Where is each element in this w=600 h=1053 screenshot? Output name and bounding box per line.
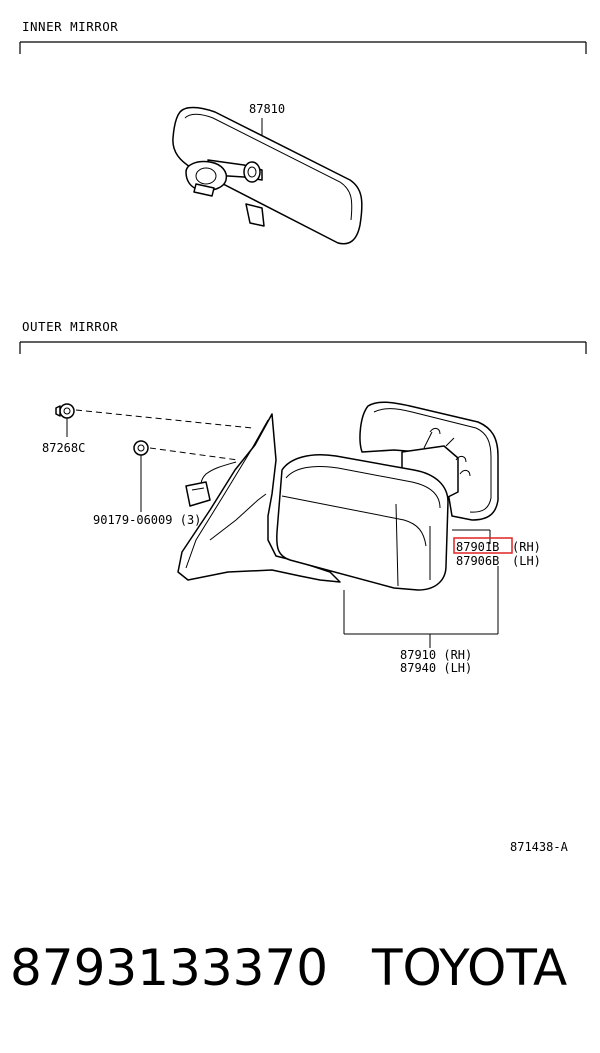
label-87910-rh: 87910 (RH) [400, 648, 472, 662]
assembly-bracket-leader [343, 566, 499, 648]
label-87901b: 87901B [456, 540, 499, 554]
label-87906b-lh: (LH) [512, 554, 541, 568]
outer-mirror-assembly [177, 401, 499, 591]
label-87268c: 87268C [42, 441, 85, 455]
outer-mirror-bracket [19, 341, 587, 354]
highlight-box-87901b [453, 537, 513, 554]
label-87906b: 87906B [456, 554, 499, 568]
inner-mirror-part [172, 106, 363, 245]
label-87940-lh: 87940 (LH) [400, 661, 472, 675]
part-number: 8793133370 [10, 939, 329, 997]
label-90179: 90179-06009 (3) [93, 513, 201, 527]
clip-87268c-icon [55, 403, 75, 419]
screw-90179-icon [133, 440, 149, 456]
inner-mirror-section-title: INNER MIRROR [22, 19, 118, 34]
dashed-leader-clip [75, 409, 253, 429]
label-87810: 87810 [249, 102, 285, 116]
dashed-leader-screw [149, 447, 239, 461]
diagram-reference: 871438-A [510, 840, 569, 854]
outer-mirror-section-title: OUTER MIRROR [22, 319, 118, 334]
brand-name: TOYOTA [372, 939, 568, 997]
label-87901b-rh: (RH) [512, 540, 541, 554]
inner-mirror-bracket [19, 41, 587, 54]
